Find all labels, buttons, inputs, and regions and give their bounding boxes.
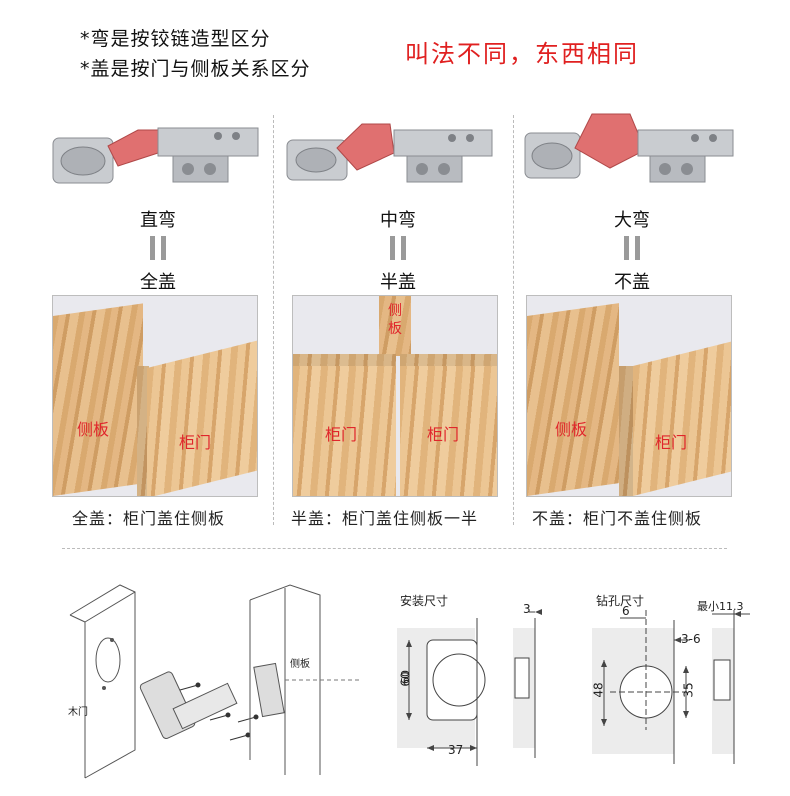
drill-dimension-drawing	[592, 610, 750, 764]
full-overlay-cabinet-image: 侧板 柜门	[52, 295, 258, 497]
half-crank-hinge-image	[286, 123, 493, 183]
side-panel-label: 侧板	[555, 420, 588, 439]
drill-dim-35: 35	[681, 682, 696, 698]
big-crank-hinge-image	[524, 113, 734, 183]
bend-type-label: 直弯	[140, 210, 176, 231]
side-annotation: 侧板	[290, 659, 310, 670]
door-label: 柜门	[655, 433, 688, 452]
bend-type-label: 中弯	[380, 210, 416, 231]
drill-min-dimension: 最小11.3	[697, 600, 744, 613]
drill-dim-6: 6	[622, 604, 630, 618]
cover-caption: 半盖：柜门盖住侧板一半	[291, 509, 479, 528]
half-overlay-cabinet-image: 侧板 柜门 柜门	[292, 295, 498, 497]
straight-arm-hinge-image	[52, 127, 259, 184]
drill-dim-3-6: 3-6	[681, 632, 701, 646]
emphasis-title: 叫法不同，东西相同	[405, 40, 639, 68]
cover-caption: 全盖：柜门盖住侧板	[72, 509, 226, 528]
door-annotation: 木门	[68, 707, 88, 718]
side-panel-label: 侧板	[388, 303, 402, 337]
cover-caption: 不盖：柜门不盖住侧板	[532, 509, 703, 528]
equals-icon	[385, 236, 411, 260]
install-dimensions-title: 安装尺寸	[400, 594, 449, 608]
side-panel-label: 侧板	[77, 420, 110, 439]
door-label-right: 柜门	[427, 425, 460, 444]
column-divider	[513, 115, 514, 525]
note-cover: *盖是按门与侧板关系区分	[80, 58, 311, 80]
column-divider	[273, 115, 274, 525]
install-dim-60: 60	[398, 671, 413, 687]
drill-dim-48: 48	[591, 682, 606, 698]
equals-icon	[619, 236, 645, 260]
note-bend: *弯是按铰链造型区分	[80, 28, 271, 50]
assembly-diagram	[69, 584, 360, 779]
inset-cabinet-image: 侧板 柜门	[526, 295, 732, 497]
install-dim-3: 3	[523, 602, 531, 616]
bend-type-label: 大弯	[614, 210, 650, 231]
install-dimension-drawing: 60	[397, 609, 542, 766]
door-label-left: 柜门	[325, 425, 358, 444]
cover-type-label: 全盖	[140, 272, 176, 293]
equals-icon	[145, 236, 171, 260]
section-divider	[62, 548, 727, 549]
cover-type-label: 半盖	[380, 272, 416, 293]
door-label: 柜门	[179, 433, 212, 452]
cover-type-label: 不盖	[614, 272, 650, 293]
install-dim-37: 37	[448, 743, 464, 757]
drill-dimensions-title: 钻孔尺寸	[596, 594, 645, 608]
svg-text:60: 60	[399, 670, 412, 684]
